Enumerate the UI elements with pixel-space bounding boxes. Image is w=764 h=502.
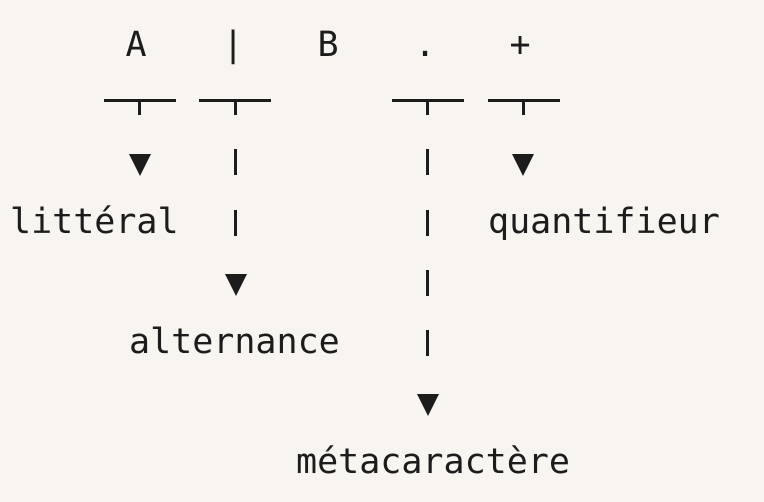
- label-alternation: alternance: [129, 322, 340, 362]
- label-metacharacter: métacaractère: [296, 442, 570, 482]
- arrow-alternation-icon: [225, 274, 247, 296]
- label-literal: littéral: [10, 202, 179, 242]
- connector-metacharacter-2: [426, 210, 429, 236]
- token-plus: +: [509, 25, 531, 65]
- bracket-quantifier-tick: [522, 101, 525, 115]
- arrow-quantifier-icon: [512, 154, 534, 176]
- bracket-metacharacter: [392, 99, 464, 102]
- token-b: B: [317, 25, 339, 65]
- connector-metacharacter-1: [426, 149, 429, 175]
- bracket-alternation: [199, 99, 271, 102]
- bracket-alternation-tick: [234, 101, 237, 115]
- token-pipe: |: [222, 25, 244, 65]
- connector-metacharacter-3: [426, 270, 429, 296]
- token-dot: .: [414, 25, 436, 65]
- bracket-literal-tick: [138, 101, 141, 115]
- bracket-metacharacter-tick: [426, 101, 429, 115]
- arrow-metacharacter-icon: [417, 394, 439, 416]
- token-a: A: [125, 25, 147, 65]
- bracket-literal: [104, 99, 176, 102]
- bracket-quantifier: [488, 99, 560, 102]
- label-quantifier: quantifieur: [488, 202, 720, 242]
- connector-alternation-1: [234, 149, 237, 175]
- connector-metacharacter-4: [426, 330, 429, 356]
- arrow-literal-icon: [129, 154, 151, 176]
- connector-alternation-2: [234, 210, 237, 236]
